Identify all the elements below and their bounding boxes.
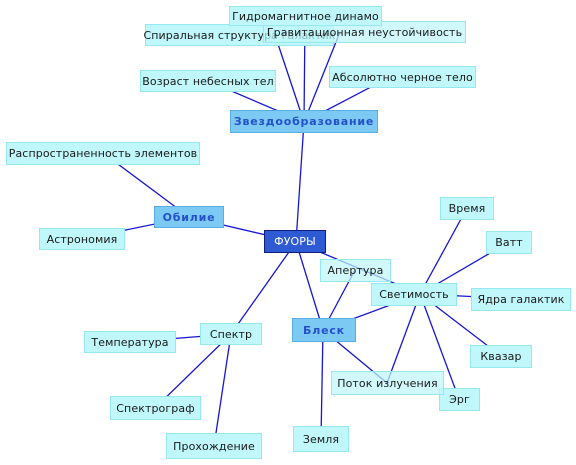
node-svetimost[interactable]: Светимость [371, 283, 457, 306]
node-vatt[interactable]: Ватт [486, 231, 532, 254]
edge-fuors-zvezdoobrazovanie [295, 121, 305, 243]
node-zvezdoobrazovanie[interactable]: Звездообразование [230, 110, 378, 133]
edge-zvezdoobrazovanie-spiral [274, 34, 305, 123]
node-astronomiya[interactable]: Астрономия [39, 228, 125, 250]
node-prohozhdenie[interactable]: Прохождение [166, 433, 262, 459]
edge-spektr-prohozhdenie [213, 333, 232, 447]
edge-svetimost-vremya [419, 207, 468, 295]
edge-svetimost-erg [419, 293, 460, 400]
node-apertura[interactable]: Апертура [320, 259, 391, 282]
edge-svetimost-potok [386, 293, 421, 384]
node-vremya[interactable]: Время [440, 197, 494, 220]
node-temperatura[interactable]: Температура [84, 331, 176, 353]
node-kvazar[interactable]: Квазар [470, 345, 532, 368]
node-potok-izlucheniya[interactable]: Поток излучения [331, 371, 444, 395]
node-fuory[interactable]: ФУОРЫ [264, 230, 326, 253]
node-spektrograf[interactable]: Спектрограф [110, 396, 201, 420]
node-blesk[interactable]: Блеск [292, 318, 356, 342]
node-spektr[interactable]: Спектр [200, 323, 262, 345]
edge-zvezdoobrazovanie-gravitac [303, 31, 341, 123]
node-gidromagnitnoe-dinamo[interactable]: Гидромагнитное динамо [229, 6, 382, 26]
node-absolyutno-chernoe-telo[interactable]: Абсолютно черное тело [329, 66, 476, 88]
node-yadra-galaktik[interactable]: Ядра галактик [471, 288, 571, 311]
edge-fuors-blesk [295, 241, 324, 331]
node-gravitacionnaya-neustoychivost[interactable]: Гравитационная неустойчивость [263, 21, 466, 43]
edge-fuors-spektr [230, 241, 297, 335]
edge-blesk-zemlya [320, 329, 324, 440]
node-erg[interactable]: Эрг [439, 388, 480, 411]
node-obilie[interactable]: Обилие [154, 206, 224, 228]
node-rasprostranennost-elementov[interactable]: Распространенность элементов [6, 142, 200, 165]
node-vozrast-nebesnyh-tel[interactable]: Возраст небесных тел [140, 70, 276, 92]
edge-spektr-spektrograf [154, 333, 232, 409]
node-zemlya[interactable]: Земля [293, 426, 349, 452]
